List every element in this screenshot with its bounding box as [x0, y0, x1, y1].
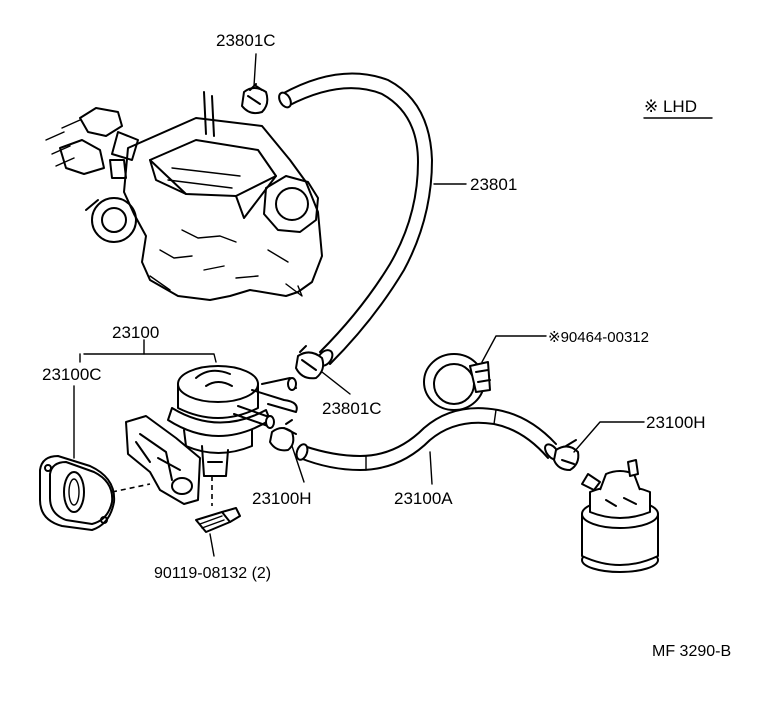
- label-pump-assy: 23100: [112, 323, 159, 342]
- label-clamp-mid: 23801C: [322, 399, 382, 418]
- figure-code: MF 3290-B: [652, 643, 731, 660]
- fuel-pump-23100-part: [125, 365, 298, 505]
- gasket-23100c-part: [39, 455, 116, 531]
- leader-lines: [73, 53, 645, 557]
- engine-block-illustration: [45, 91, 323, 301]
- label-hose-main: 23801: [470, 175, 517, 194]
- fuel-hose-23801: [278, 72, 433, 367]
- band-clamp-90464-00312-part: [423, 353, 491, 411]
- label-clip-pump: 23100H: [252, 489, 312, 508]
- label-hose-filter: 23100A: [394, 489, 453, 508]
- clip-23100h-pump-part: [269, 419, 297, 452]
- label-clip-filter: 23100H: [646, 413, 706, 432]
- bolt-90119-08132-part: [195, 507, 241, 533]
- assembly-dash-gasket: [111, 483, 151, 493]
- label-lhd-note: ※ LHD: [644, 97, 697, 116]
- clip-23100h-filter-part: [553, 439, 580, 471]
- label-band-clamp: ※90464-00312: [548, 329, 649, 346]
- label-bolt: 90119-08132 (2): [154, 565, 271, 582]
- fuel-hose-23100a-part: [295, 407, 560, 471]
- label-pump-gasket: 23100C: [42, 365, 102, 384]
- fuel-filter-part: [581, 459, 659, 573]
- clamp-23801c-top-part: [241, 83, 269, 115]
- clamp-23801c-mid-part: [295, 345, 325, 380]
- label-clamp-top: 23801C: [216, 31, 276, 50]
